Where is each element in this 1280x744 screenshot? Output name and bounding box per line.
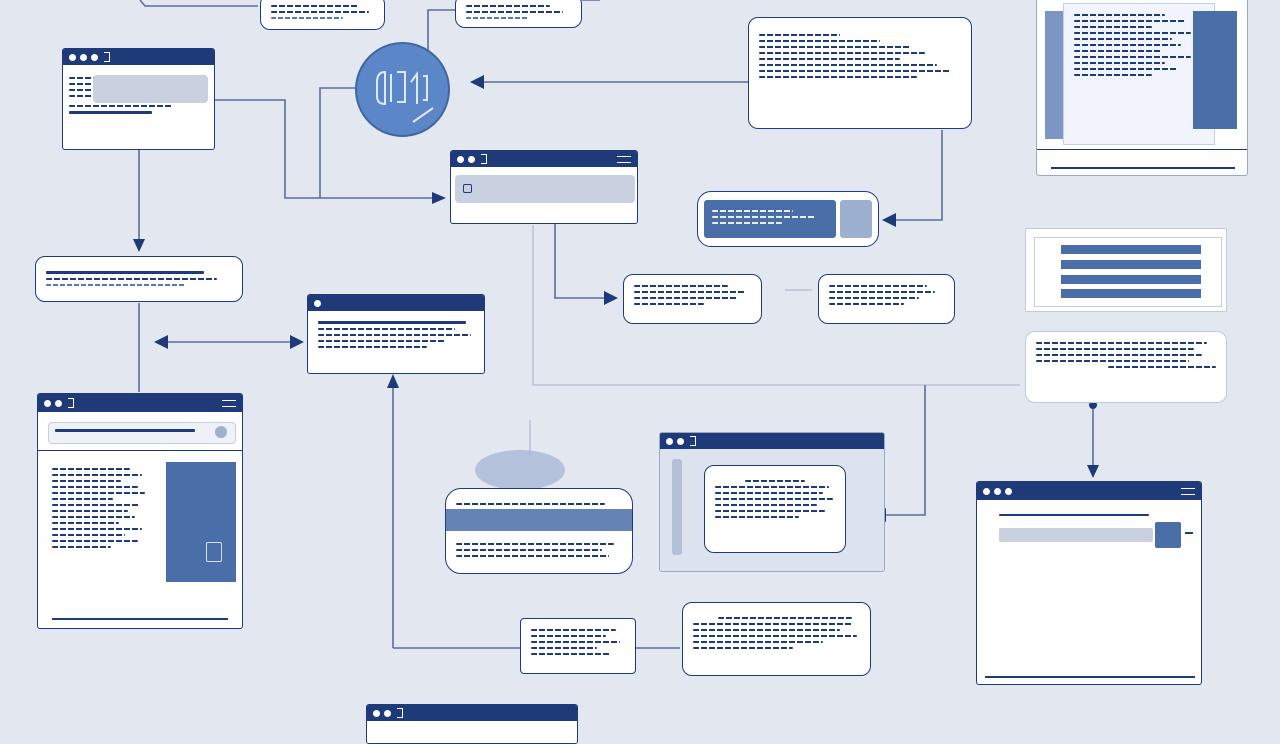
window-top-right-document[interactable]	[1036, 0, 1248, 176]
card-left-mid[interactable]	[35, 256, 243, 302]
preview-panel	[166, 462, 236, 582]
sidebar-panel	[1193, 11, 1237, 129]
window-bottom-right[interactable]	[976, 481, 1202, 685]
window-title-icon	[690, 436, 696, 446]
arrowhead-icon	[882, 213, 896, 227]
connector-dot-icon	[1089, 401, 1097, 409]
window-titlebar	[660, 433, 884, 449]
scrollbar[interactable]	[52, 618, 228, 620]
connector-layer	[133, 0, 1099, 649]
connector-line	[554, 224, 612, 299]
window-titlebar	[977, 482, 1201, 500]
window-dot-icon[interactable]	[55, 399, 62, 407]
window-titlebar	[38, 394, 242, 412]
scrollbar[interactable]	[985, 676, 1195, 678]
window-dot-icon[interactable]	[373, 709, 380, 717]
hamburger-menu-icon[interactable]	[1181, 487, 1195, 495]
arrowhead-icon	[432, 192, 446, 204]
scrollbar[interactable]	[1051, 167, 1235, 169]
search-icon	[463, 184, 472, 193]
card-top-1[interactable]	[260, 0, 385, 30]
arrowhead-icon	[387, 374, 399, 388]
window-center-search[interactable]	[450, 150, 638, 224]
card-right-text[interactable]	[1025, 331, 1227, 403]
window-dot-icon[interactable]	[44, 399, 51, 407]
search-input[interactable]	[48, 422, 236, 444]
scrollbar[interactable]	[672, 459, 682, 555]
card-bottom-small[interactable]	[520, 618, 636, 674]
hamburger-menu-icon[interactable]	[617, 155, 631, 163]
document-icon	[206, 542, 222, 562]
connector-line	[532, 225, 1020, 386]
window-titlebar	[63, 49, 214, 65]
connector-line	[888, 130, 943, 221]
window-titlebar	[308, 295, 484, 311]
decorative-bubble	[475, 450, 565, 490]
window-dot-icon[interactable]	[468, 155, 475, 163]
window-dot-icon[interactable]	[666, 437, 673, 445]
connector-line	[319, 87, 355, 198]
table-row[interactable]	[1061, 275, 1201, 284]
window-mid-text[interactable]	[307, 294, 485, 374]
window-title-icon	[68, 398, 74, 408]
window-bottom-left[interactable]	[37, 393, 243, 629]
card-right-table[interactable]	[1025, 228, 1227, 312]
card-oval-bottom[interactable]	[445, 488, 633, 574]
arrowhead-icon	[1087, 465, 1099, 478]
window-center-right[interactable]	[659, 432, 885, 572]
search-button[interactable]	[840, 200, 872, 238]
search-input[interactable]	[999, 528, 1153, 542]
card-center-text-2[interactable]	[818, 274, 955, 324]
window-dot-icon[interactable]	[314, 299, 321, 307]
window-titlebar	[367, 705, 577, 721]
card-bottom-text[interactable]	[682, 602, 871, 676]
arrowhead-icon	[470, 75, 484, 89]
window-dot-icon[interactable]	[69, 53, 76, 61]
window-title-icon	[397, 708, 403, 718]
arrowhead-icon	[154, 335, 168, 349]
window-dot-icon[interactable]	[994, 487, 1001, 495]
window-titlebar	[451, 151, 637, 167]
window-dot-icon[interactable]	[1005, 487, 1012, 495]
input-field[interactable]	[93, 75, 208, 103]
connector-line	[886, 385, 926, 516]
window-title-icon	[104, 52, 110, 62]
card-search-pill[interactable]	[697, 191, 879, 247]
window-dot-icon[interactable]	[80, 53, 87, 61]
arrowhead-icon	[290, 335, 304, 349]
table-row[interactable]	[1061, 245, 1201, 254]
card-top-2[interactable]	[455, 0, 582, 28]
window-top-left[interactable]	[62, 48, 215, 150]
search-input[interactable]	[455, 175, 635, 203]
window-dot-icon[interactable]	[91, 53, 98, 61]
connector-line	[215, 99, 440, 199]
connector-line	[139, 0, 258, 7]
arrowhead-icon	[604, 291, 618, 305]
connector-line	[427, 9, 455, 50]
card-center-text-1[interactable]	[623, 274, 762, 324]
search-button[interactable]	[1155, 522, 1181, 548]
app-logo-icon	[355, 42, 450, 137]
window-dot-icon[interactable]	[983, 487, 990, 495]
window-dot-icon[interactable]	[677, 437, 684, 445]
window-dot-icon[interactable]	[384, 709, 391, 717]
table-row[interactable]	[1061, 289, 1201, 298]
window-title-icon	[481, 154, 487, 164]
table-row[interactable]	[1061, 260, 1201, 269]
arrowhead-icon	[133, 239, 145, 252]
window-dot-icon[interactable]	[457, 155, 464, 163]
card-top-right-text[interactable]	[748, 17, 972, 129]
window-bottom-center-partial[interactable]	[366, 704, 578, 744]
hamburger-menu-icon[interactable]	[222, 399, 236, 407]
